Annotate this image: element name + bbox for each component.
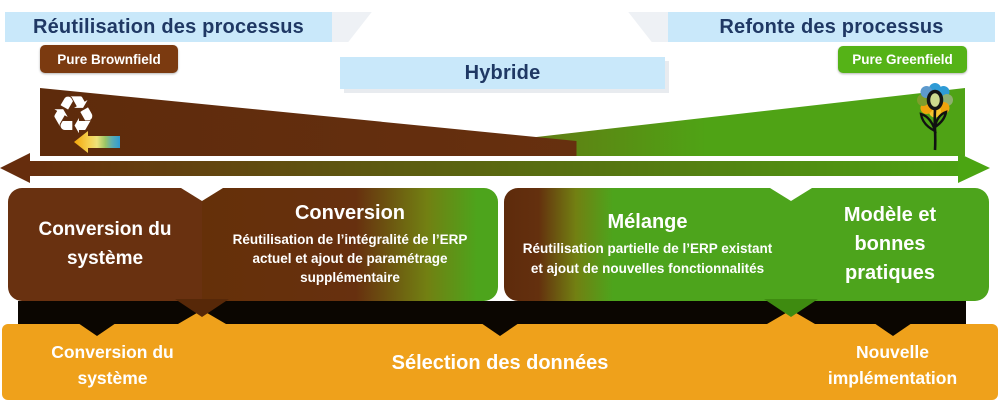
approach-subtitle: Réutilisation partielle de l’ERP existan…	[522, 241, 773, 276]
gradient-left-arrow-icon	[74, 131, 120, 153]
band-label-system-conversion: Conversion du système	[51, 342, 174, 389]
arrow-right-head	[958, 153, 990, 183]
seam-notch	[181, 188, 223, 201]
label-process-reuse: Réutilisation des processus	[5, 12, 332, 42]
double-headed-arrow	[25, 161, 960, 176]
recycle-icon: ♻	[50, 86, 97, 146]
flower-icon	[917, 83, 953, 151]
approach-melange: Mélange Réutilisation partielle de l’ERP…	[504, 188, 791, 301]
approach-title: Modèle et bonnes pratiques	[843, 204, 937, 284]
badge-pure-brownfield: Pure Brownfield	[40, 45, 178, 73]
seam-point-green	[764, 299, 818, 317]
badge-pure-greenfield: Pure Greenfield	[838, 46, 967, 73]
approach-title: Conversion du système	[38, 219, 172, 269]
approach-best-practices: Modèle et bonnes pratiques	[791, 188, 989, 301]
seam-notch	[770, 188, 812, 201]
seam-point-brown	[175, 299, 229, 317]
approach-system-conversion: Conversion du système	[8, 188, 202, 301]
approach-conversion: Conversion Réutilisation de l’intégralit…	[202, 188, 498, 301]
label-hybrid: Hybride	[340, 57, 665, 89]
approach-title: Conversion	[294, 201, 406, 224]
band-label-new-implementation: Nouvelle implémentation	[827, 342, 958, 389]
connector-arrow	[874, 323, 912, 336]
brownfield-greenfield-wedges	[40, 88, 965, 156]
connector-arrow	[78, 323, 116, 336]
label-process-redesign: Refonte des processus	[668, 12, 995, 42]
band-label-data-selection: Sélection des données	[391, 352, 609, 374]
shadow-band	[18, 301, 966, 324]
arrow-left-head	[0, 153, 30, 183]
approach-subtitle: Réutilisation de l’intégralité de l’ERP …	[232, 231, 468, 286]
approach-title: Mélange	[607, 211, 688, 234]
connector-arrow	[481, 323, 519, 336]
data-migration-band	[2, 324, 998, 400]
